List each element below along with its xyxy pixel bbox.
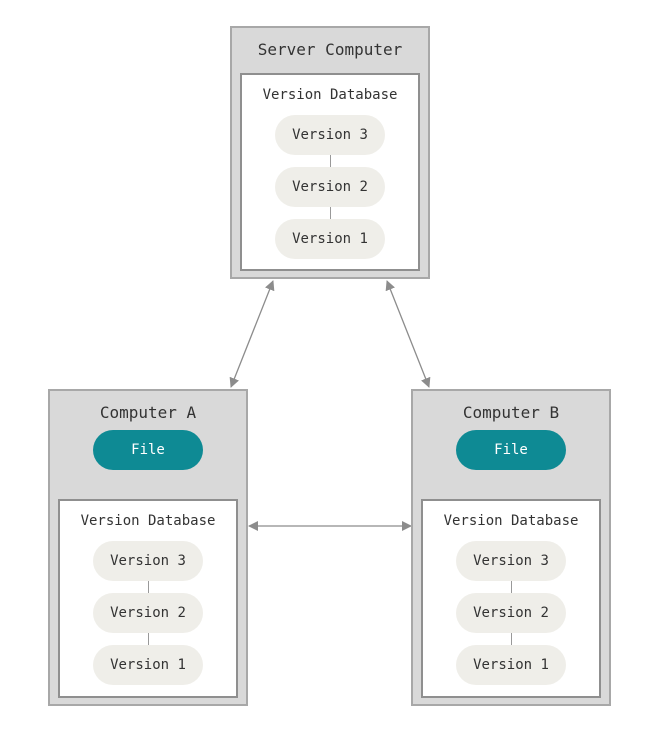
server-version-link <box>330 155 331 167</box>
computer-b-version-2: Version 2 <box>456 593 566 633</box>
computer-a-version-1: Version 1 <box>93 645 203 685</box>
computer-b-version-1: Version 1 <box>456 645 566 685</box>
computer-b-title: Computer B <box>462 403 560 422</box>
computer-a-version-3: Version 3 <box>93 541 203 581</box>
computer-b-version-database-title: Version Database <box>443 513 579 529</box>
server-version-database: Version Database Version 3 Version 2 Ver… <box>240 73 420 271</box>
computer-a-version-database: Version Database Version 3 Version 2 Ver… <box>58 499 238 698</box>
server-version-1: Version 1 <box>275 219 385 259</box>
computer-b: Computer B File Version Database Version… <box>411 389 611 706</box>
arrow-server-to-computer-b <box>385 280 431 388</box>
computer-a-title: Computer A <box>99 403 197 422</box>
computer-b-version-link <box>511 633 512 645</box>
arrow-server-to-computer-a <box>229 280 275 388</box>
computer-a-version-link <box>148 581 149 593</box>
computer-a-version-database-title: Version Database <box>80 513 216 529</box>
computer-b-version-database: Version Database Version 3 Version 2 Ver… <box>421 499 601 698</box>
server-version-link <box>330 207 331 219</box>
server-computer-title: Server Computer <box>257 40 403 59</box>
server-version-3: Version 3 <box>275 115 385 155</box>
server-version-2: Version 2 <box>275 167 385 207</box>
computer-a-file: File <box>93 430 203 470</box>
computer-b-version-link <box>511 581 512 593</box>
computer-b-version-3: Version 3 <box>456 541 566 581</box>
server-computer: Server Computer Version Database Version… <box>230 26 430 279</box>
server-version-database-title: Version Database <box>262 87 398 103</box>
computer-a-version-2: Version 2 <box>93 593 203 633</box>
computer-b-file: File <box>456 430 566 470</box>
computer-a-version-link <box>148 633 149 645</box>
computer-a: Computer A File Version Database Version… <box>48 389 248 706</box>
